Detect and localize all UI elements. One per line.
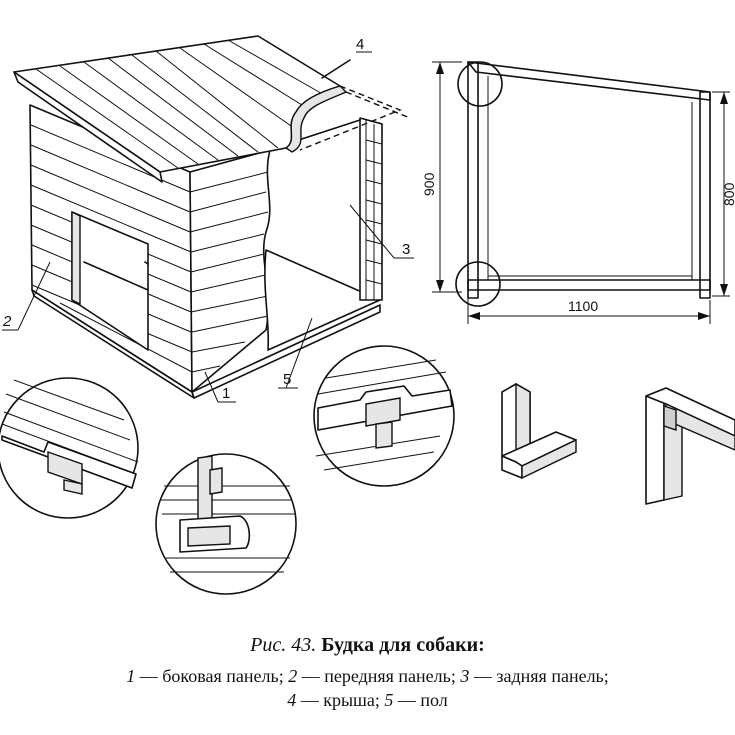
legend-text-4: — крыша;: [296, 690, 385, 711]
legend-num-2: 2: [288, 665, 298, 686]
back-panel-frame: [359, 117, 383, 301]
detail-floor-joint: [313, 345, 455, 487]
doghouse-isometric-view: [13, 35, 411, 399]
front-wall-boards: [189, 171, 271, 373]
legend-num-4: 4: [287, 690, 297, 711]
doghouse-technical-drawing: 4 3 2 1 5 900: [0, 35, 735, 595]
caption-legend-line-1: 1 — боковая панель; 2 — передняя панель;…: [0, 664, 735, 689]
caption-title-row: Рис. 43. Будка для собаки:: [0, 632, 735, 660]
legend-text-3: — задняя панель;: [469, 665, 609, 686]
dimension-height-back: 900: [421, 172, 437, 196]
front-wall: [189, 149, 271, 393]
label-1: 1: [222, 385, 230, 402]
dimension-height-front: 800: [721, 182, 735, 206]
figure-caption: Рис. 43. Будка для собаки: 1 — боковая п…: [0, 632, 735, 713]
legend-num-3: 3: [460, 665, 470, 686]
detail-rafter-joint: [645, 387, 735, 505]
label-3: 3: [402, 241, 410, 258]
dimension-width: 1100: [568, 298, 598, 314]
detail-roof-joint: [0, 377, 139, 519]
caption-legend-line-2: 4 — крыша; 5 — пол: [0, 688, 735, 713]
legend-num-1: 1: [126, 665, 136, 686]
detail-l-joint: [501, 382, 577, 480]
detail-wall-corner: [155, 453, 297, 595]
part-labels: 4 3 2 1 5: [2, 36, 414, 403]
legend-text-2: — передняя панель;: [297, 665, 461, 686]
roof-boards: [35, 39, 327, 169]
floor: [264, 249, 381, 351]
label-4: 4: [356, 36, 364, 53]
label-2: 2: [2, 313, 12, 330]
joint-circle-top: [457, 61, 503, 107]
joint-circle-bottom: [455, 261, 501, 307]
figure-number: Рис. 43.: [250, 634, 317, 656]
label-5: 5: [283, 371, 291, 388]
figure-title: Будка для собаки:: [321, 634, 485, 656]
legend-text-1: — боковая панель;: [135, 665, 289, 686]
side-elevation-view: 900 800 1100: [421, 61, 735, 324]
legend-num-5: 5: [384, 690, 394, 711]
legend-text-5: — пол: [393, 690, 448, 711]
